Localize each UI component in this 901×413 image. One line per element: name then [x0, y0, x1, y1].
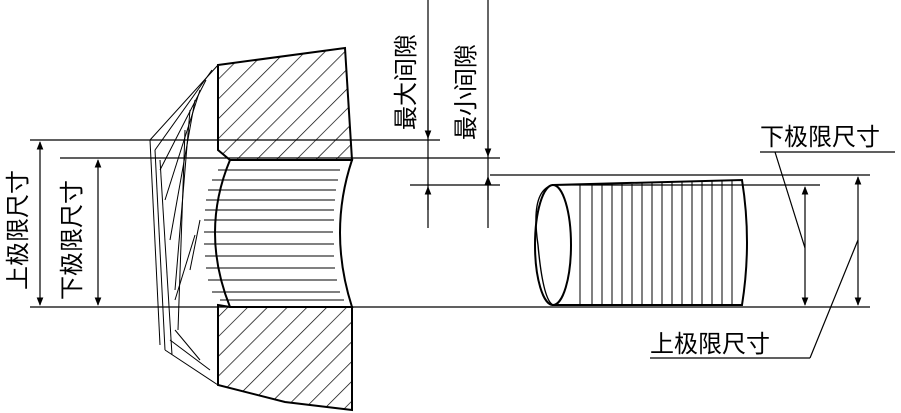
shaft-part	[534, 178, 748, 306]
min-clearance-label: 最小间隙	[452, 44, 480, 140]
leader-lines	[650, 151, 895, 359]
shaft-lower-limit-label: 下极限尺寸	[760, 123, 880, 151]
hole-break-lines	[149, 64, 219, 386]
hole-bore	[204, 159, 354, 308]
hole-part	[149, 46, 354, 412]
shaft-upper-limit-label: 上极限尺寸	[650, 330, 770, 358]
shaft-end-face	[534, 184, 572, 306]
hole-lower-limit-label: 下极限尺寸	[58, 180, 86, 300]
hole-upper-section	[217, 46, 354, 161]
hole-upper-limit-label: 上极限尺寸	[4, 170, 32, 290]
hole-lower-section	[217, 303, 353, 412]
max-clearance-label: 最大间隙	[392, 34, 420, 130]
